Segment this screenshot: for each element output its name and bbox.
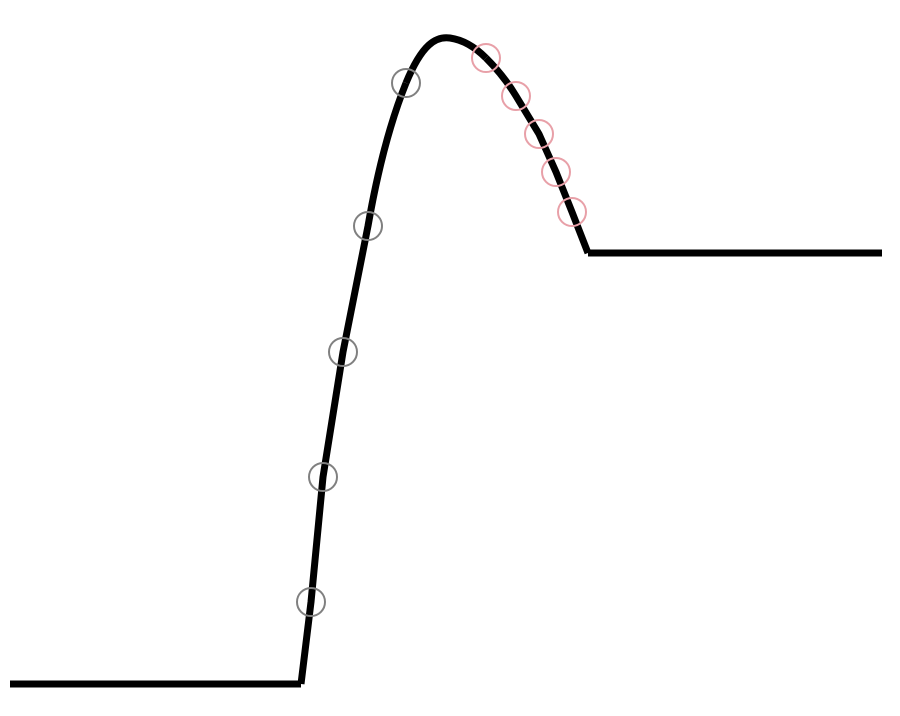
falling-marker xyxy=(471,43,501,73)
rising-edge-markers xyxy=(296,68,421,617)
rising-marker xyxy=(391,68,421,98)
falling-marker xyxy=(557,197,587,227)
rising-marker xyxy=(308,462,338,492)
falling-marker xyxy=(501,81,531,111)
falling-edge-markers xyxy=(471,43,587,227)
falling-marker xyxy=(524,119,554,149)
rising-marker xyxy=(296,587,326,617)
rising-marker xyxy=(328,337,358,367)
rising-edge xyxy=(297,81,410,685)
rising-marker xyxy=(353,211,383,241)
falling-marker xyxy=(541,157,571,187)
